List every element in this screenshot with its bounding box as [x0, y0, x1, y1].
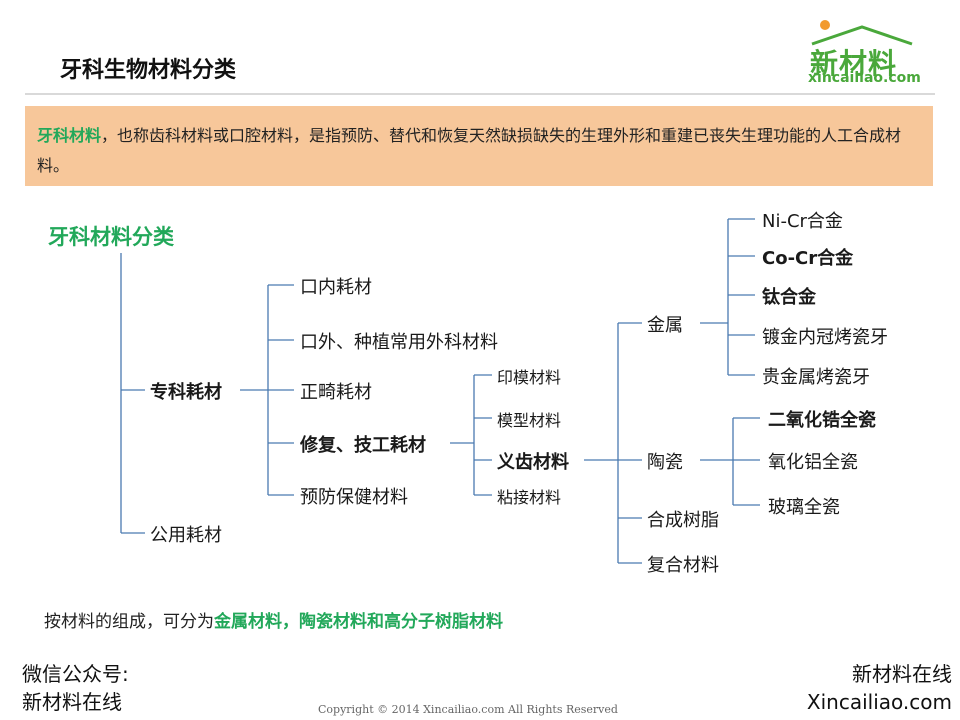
brand-block: 新材料在线 Xincailiao.com: [760, 660, 952, 716]
node-l2: 预防保健材料: [300, 487, 408, 508]
node-l3: 粘接材料: [497, 488, 562, 507]
house-roof-icon: [811, 25, 913, 46]
node-public-consumables: 公用耗材: [150, 525, 222, 546]
tree-root: 牙科材料分类: [48, 225, 174, 249]
wechat-label-block: 微信公众号: 新材料在线: [22, 660, 222, 716]
title-divider: [25, 93, 935, 95]
node-l2: 正畸耗材: [300, 382, 372, 403]
definition-box: 牙科材料，也称齿科材料或口腔材料，是指预防、替代和恢复天然缺损缺失的生理外形和重…: [25, 106, 933, 186]
node-l2-highlight: 修复、技工耗材: [300, 435, 426, 456]
summary-prefix: 按材料的组成，可分为: [44, 612, 214, 632]
node-l4: 金属: [647, 315, 683, 336]
page-title: 牙科生物材料分类: [60, 58, 237, 83]
logo: 新材料 xincailiao.com: [800, 18, 921, 86]
copyright-text: Copyright © 2014 Xincailiao.com All Righ…: [318, 703, 618, 716]
summary-highlight: 金属材料，陶瓷材料和高分子树脂材料: [214, 612, 503, 632]
logo-text-en: xincailiao.com: [808, 70, 921, 86]
node-metal-highlight: Co-Cr合金: [762, 248, 854, 269]
wechat-name: 新材料在线: [22, 690, 122, 714]
node-ceramic: 玻璃全瓷: [768, 497, 840, 518]
node-l4: 复合材料: [647, 555, 719, 576]
brand-cn: 新材料在线: [852, 662, 952, 686]
wechat-label: 微信公众号:: [22, 662, 129, 686]
definition-term: 牙科材料: [37, 126, 102, 145]
node-ceramic: 氧化铝全瓷: [768, 452, 858, 473]
brand-en: Xincailiao.com: [806, 690, 952, 714]
node-l3-highlight: 义齿材料: [497, 452, 569, 473]
node-special-consumables: 专科耗材: [150, 382, 222, 403]
definition-text: 牙科材料，也称齿科材料或口腔材料，是指预防、替代和恢复天然缺损缺失的生理外形和重…: [37, 121, 917, 181]
node-ceramic-highlight: 二氧化锆全瓷: [768, 410, 876, 431]
node-metal: 镀金内冠烤瓷牙: [762, 327, 888, 348]
node-l3: 印模材料: [497, 368, 562, 387]
definition-body: ，也称齿科材料或口腔材料，是指预防、替代和恢复天然缺损缺失的生理外形和重建已丧失…: [37, 126, 902, 175]
node-metal: Ni-Cr合金: [762, 211, 843, 232]
node-metal-highlight: 钛合金: [762, 287, 816, 308]
node-l4: 合成树脂: [647, 510, 719, 531]
logo-text-cn: 新材料: [810, 47, 898, 80]
node-l3: 模型材料: [497, 411, 562, 430]
node-metal: 贵金属烤瓷牙: [762, 367, 870, 388]
node-l2: 口内耗材: [300, 277, 372, 298]
summary-text: 按材料的组成，可分为金属材料，陶瓷材料和高分子树脂材料: [44, 607, 503, 632]
node-l2: 口外、种植常用外科材料: [300, 332, 498, 353]
node-l4: 陶瓷: [647, 452, 683, 473]
sun-icon: [820, 20, 830, 30]
